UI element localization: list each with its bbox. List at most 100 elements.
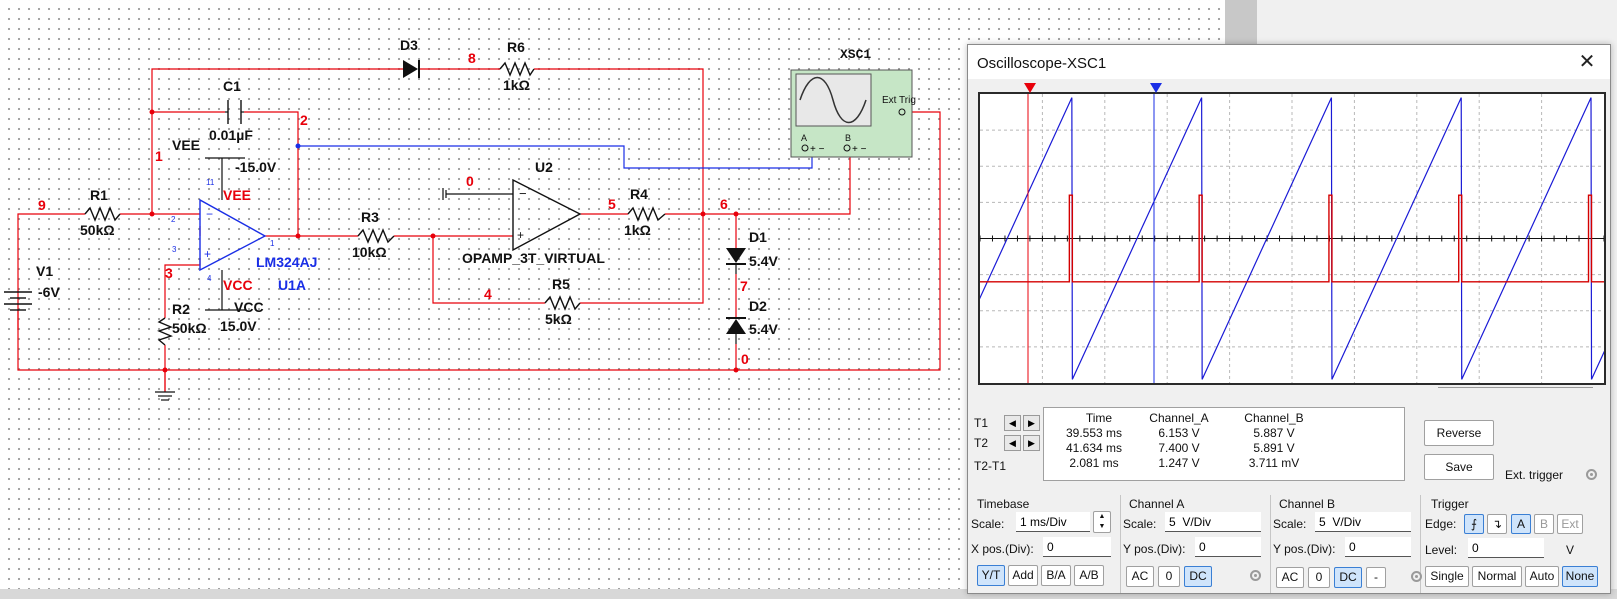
resistor-r5 (544, 295, 581, 311)
svg-text:−: − (206, 207, 213, 221)
channel-b-invert-button[interactable]: - (1366, 567, 1386, 588)
diode-d1 (726, 248, 746, 263)
rising-edge-icon[interactable]: ⨍ (1464, 514, 1484, 534)
mode-add-button[interactable]: Add (1008, 565, 1038, 586)
channel-a-radio[interactable] (1250, 570, 1261, 581)
vcc-pin-label: VCC (223, 277, 253, 293)
bottom-scrollbar[interactable] (0, 589, 1617, 599)
xsc1-pin-a-label: A (801, 133, 807, 143)
t2-right-arrow-icon[interactable]: ▶ (1023, 435, 1040, 451)
r6-name: R6 (507, 39, 525, 55)
cursor-readout-panel: T1 ◀ ▶ T2 ◀ ▶ T2-T1 Time Channel_A Chann… (971, 407, 1409, 487)
channel-a-scale-input[interactable] (1165, 512, 1261, 532)
trigger-none-button[interactable]: None (1562, 566, 1598, 587)
group-separator (1420, 495, 1421, 593)
xsc1-name: XSC1 (840, 47, 871, 62)
mode-yt-button[interactable]: Y/T (977, 565, 1005, 586)
net-label-2: 2 (300, 112, 308, 128)
t1-right-arrow-icon[interactable]: ▶ (1023, 415, 1040, 431)
v1-value: -6V (38, 284, 60, 300)
svg-text:−: − (519, 186, 527, 201)
trace-channel-a (980, 97, 1604, 380)
scope-trace-display (980, 94, 1604, 383)
trigger-source-b-button[interactable]: B (1534, 514, 1554, 534)
scope-screen[interactable] (978, 92, 1606, 385)
trigger-source-a-button[interactable]: A (1511, 514, 1531, 534)
t2-left-arrow-icon[interactable]: ◀ (1004, 435, 1021, 451)
trigger-source-ext-button[interactable]: Ext (1557, 514, 1583, 534)
channel-b-dc-button[interactable]: DC (1334, 567, 1362, 588)
trigger-level-unit: V (1566, 543, 1575, 557)
channel-a-title: Channel A (1129, 497, 1185, 511)
channel-b-zero-button[interactable]: 0 (1308, 567, 1330, 588)
channel-a-dc-button[interactable]: DC (1184, 566, 1212, 587)
falling-edge-icon[interactable]: ↴ (1487, 514, 1507, 534)
channel-b-scale-input[interactable] (1315, 512, 1411, 532)
trigger-auto-button[interactable]: Auto (1525, 566, 1559, 587)
c1-name: C1 (223, 78, 241, 94)
r2-name: R2 (172, 301, 190, 317)
xpos-input[interactable] (1043, 537, 1111, 557)
channel-a-ypos-input[interactable] (1195, 537, 1261, 557)
net-label-4: 4 (484, 286, 492, 302)
channel-a-zero-button[interactable]: 0 (1158, 566, 1180, 587)
cursor-t2-marker[interactable] (1150, 83, 1162, 93)
resistor-r4 (627, 206, 666, 222)
channel-b-ac-button[interactable]: AC (1276, 567, 1304, 588)
circuit-schematic: − + − + + − + − 9 R1 50kΩ V1 -6V 1 3 R2 … (4, 37, 941, 401)
wire-channel-a[interactable] (298, 145, 813, 169)
delta-channel-a: 1.247 V (1158, 456, 1200, 470)
net-label-0-top: 0 (466, 173, 474, 189)
delta-time: 2.081 ms (1069, 456, 1119, 470)
resistor-r3 (357, 228, 395, 244)
timebase-scale-input[interactable] (1016, 512, 1090, 532)
t1-left-arrow-icon[interactable]: ◀ (1004, 415, 1021, 431)
close-icon[interactable]: ✕ (1578, 51, 1596, 73)
channel-b-title: Channel B (1279, 497, 1336, 511)
r4-name: R4 (630, 186, 648, 202)
oscilloscope-window[interactable]: Oscilloscope-XSC1 ✕ T1 ◀ ▶ T2 ◀ ▶ T2-T1 … (967, 44, 1611, 594)
group-separator (1270, 495, 1271, 593)
net-label-7: 7 (740, 278, 748, 294)
col-channel-a-header: Channel_A (1149, 411, 1209, 425)
group-separator (1120, 495, 1121, 593)
channel-b-radio[interactable] (1411, 571, 1422, 582)
resistor-r1 (84, 206, 121, 222)
mode-ba-button[interactable]: B/A (1041, 565, 1071, 586)
channel-b-ypos-input[interactable] (1345, 537, 1411, 557)
xsc1-pin-b-label: B (845, 133, 851, 143)
delta-channel-b: 3.711 mV (1248, 456, 1300, 470)
t1-time: 39.553 ms (1065, 426, 1123, 440)
timebase-title: Timebase (977, 497, 1030, 511)
timebase-spinner-icon[interactable]: ▲▼ (1093, 511, 1111, 533)
cursor-t1-marker[interactable] (1024, 83, 1036, 93)
opamp-u1 (199, 198, 267, 272)
u1-pin-4: 4 (207, 274, 212, 283)
mode-ab-button[interactable]: A/B (1074, 565, 1104, 586)
net-label-0-bottom: 0 (741, 351, 749, 367)
d3-name: D3 (400, 37, 418, 53)
channel-a-ac-button[interactable]: AC (1126, 566, 1154, 587)
reverse-button[interactable]: Reverse (1424, 420, 1494, 446)
t2-channel-a: 7.400 V (1158, 441, 1200, 455)
scope-titlebar[interactable]: Oscilloscope-XSC1 ✕ (968, 45, 1610, 79)
col-channel-b-header: Channel_B (1244, 411, 1304, 425)
opamp-u2 (512, 178, 582, 252)
trigger-single-button[interactable]: Single (1425, 566, 1469, 587)
timebase-scale-label: Scale: (971, 517, 1005, 531)
channel-a-scale-label: Scale: (1123, 517, 1157, 531)
vee-pin-label: VEE (223, 187, 251, 203)
diode-d3 (403, 60, 418, 78)
trigger-level-input[interactable] (1468, 538, 1544, 558)
vee-name: VEE (172, 137, 200, 153)
svg-text:+: + (517, 228, 524, 242)
u2-part: OPAMP_3T_VIRTUAL (462, 250, 605, 266)
vcc-value: 15.0V (220, 318, 257, 334)
t2-channel-b: 5.891 V (1253, 441, 1295, 455)
trigger-normal-button[interactable]: Normal (1472, 566, 1522, 587)
channel-b-ypos-label: Y pos.(Div): (1273, 542, 1336, 556)
ext-trigger-radio[interactable] (1586, 469, 1597, 480)
channel-a-ypos-label: Y pos.(Div): (1123, 542, 1186, 556)
vcc-name: VCC (234, 299, 264, 315)
save-button[interactable]: Save (1424, 454, 1494, 480)
